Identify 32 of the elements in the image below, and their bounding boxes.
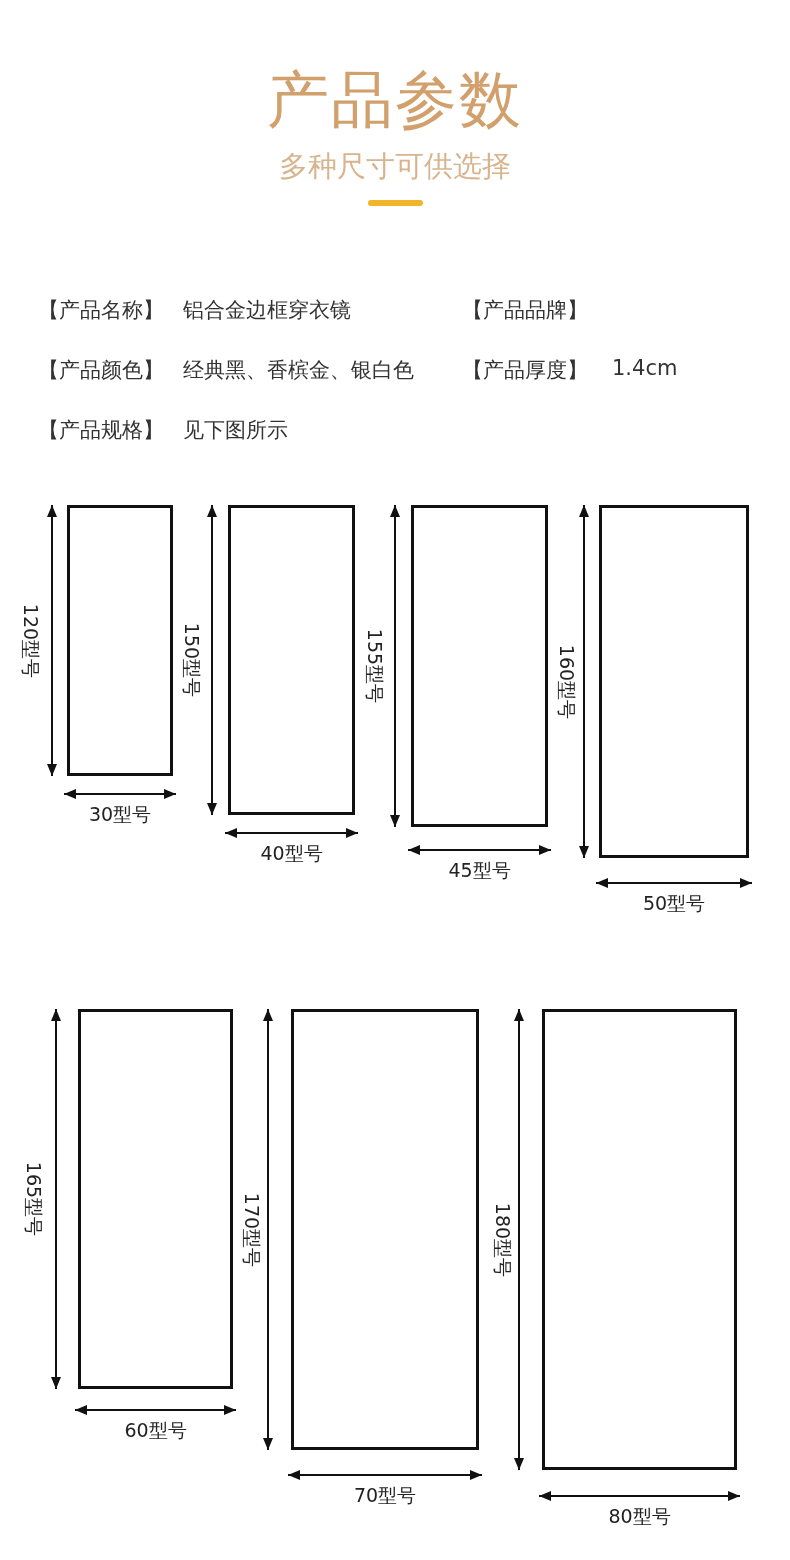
dimension-label: 30型号 (88, 802, 152, 827)
dimension-label: 70型号 (353, 1483, 417, 1508)
rectangle-outline (599, 505, 749, 858)
spec-value: 【产品规格】 (38, 417, 164, 444)
spec-value: 铝合金边框穿衣镜 (183, 297, 351, 324)
dimension-label: 155型号 (363, 628, 387, 704)
dimension-label: 160型号 (555, 644, 579, 719)
spec-label: 【产品名称】 (38, 297, 164, 324)
dimension-label: 120型号 (19, 603, 43, 678)
rectangle-outline (228, 505, 355, 815)
dimension-label: 170型号 (240, 1192, 264, 1267)
subtitle: 多种尺寸可供选择 (279, 148, 511, 185)
spec-label: 【产品品牌】 (462, 297, 588, 324)
dimension-label: 80型号 (608, 1504, 671, 1529)
rectangle-outline (411, 505, 548, 827)
rectangle-outline (542, 1009, 737, 1470)
spec-label: 见下图所示 (183, 417, 288, 444)
spec-label: 经典黑、香槟金、银白色 (183, 357, 414, 384)
dimension-label: 50型号 (642, 891, 706, 916)
dimension-label: 180型号 (491, 1202, 515, 1277)
dimension-label: 60型号 (124, 1418, 187, 1443)
rectangle-outline (291, 1009, 479, 1450)
dimension-label: 150型号 (180, 622, 204, 698)
dimension-label: 45型号 (448, 858, 511, 883)
rectangle-outline (67, 505, 173, 776)
spec-value: 【产品颜色】 (38, 357, 164, 384)
spec-label: 1.4cm (612, 356, 678, 380)
rectangle-outline (78, 1009, 233, 1389)
page-title: 产品参数 (267, 62, 523, 138)
dimension-label: 40型号 (260, 841, 323, 866)
spec-value: 【产品厚度】 (462, 357, 588, 384)
dimension-label: 165型号 (22, 1161, 46, 1237)
